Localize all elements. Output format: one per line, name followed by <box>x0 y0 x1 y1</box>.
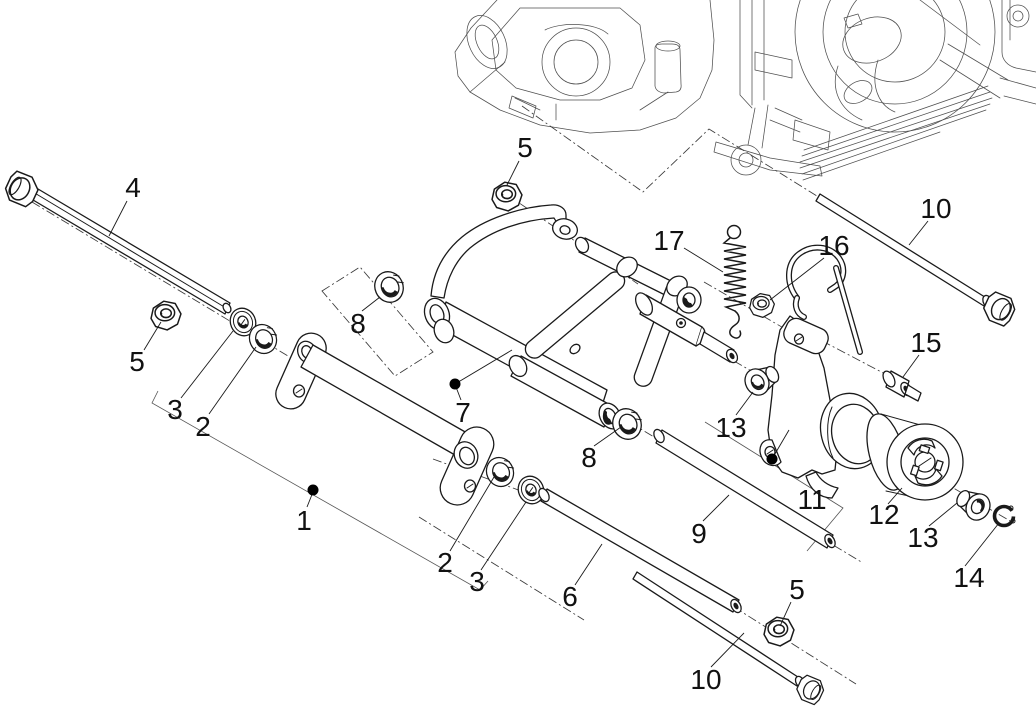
callout-6: 6 <box>562 581 578 612</box>
part-9-spacer-rod <box>653 428 836 549</box>
part-12-flexible-mounting <box>866 413 964 501</box>
callout-3-left: 3 <box>167 394 183 425</box>
part-16-nut <box>749 292 775 318</box>
part-5-nut-top <box>491 181 523 212</box>
engine-outline <box>454 0 1036 181</box>
callout-2-left: 2 <box>195 411 211 442</box>
callout-4: 4 <box>125 172 141 203</box>
part-6-spacer-rod <box>538 487 742 614</box>
callout-11: 11 <box>797 484 827 515</box>
callout-3-right: 3 <box>469 566 485 597</box>
callout-5-bottom: 5 <box>789 574 805 605</box>
callout-9: 9 <box>691 518 707 549</box>
part-1-swinging-arm <box>275 332 495 506</box>
part-4-pivot-bolt <box>0 167 232 315</box>
callout-13-lower: 13 <box>907 522 939 553</box>
callout-1: 1 <box>296 505 312 536</box>
callout-7: 7 <box>455 397 471 428</box>
callout-5-left: 5 <box>129 346 145 377</box>
callout-14: 14 <box>953 562 985 593</box>
callout-10-bottom: 10 <box>690 664 722 695</box>
assembly-dot-7 <box>449 378 461 390</box>
callout-13-upper: 13 <box>715 412 747 443</box>
part-5-nut-bottom <box>763 616 795 647</box>
callout-17: 17 <box>653 225 685 256</box>
callout-5-top: 5 <box>517 132 533 163</box>
part-10-bolt-top <box>815 193 1021 330</box>
callout-2-right: 2 <box>437 547 453 578</box>
part-14-circlip <box>992 504 1024 528</box>
callout-16: 16 <box>818 230 850 261</box>
part-7-arm-support <box>423 204 739 430</box>
part-15-screw <box>882 370 922 402</box>
part-5-nut-left <box>150 300 182 331</box>
callout-8-bottom: 8 <box>581 442 597 473</box>
callout-12: 12 <box>868 499 900 530</box>
part-17-spring <box>722 224 747 339</box>
part-11-support-bracket <box>759 244 885 499</box>
assembly-dot-11 <box>766 453 778 465</box>
callout-10-top: 10 <box>920 193 952 224</box>
part-10-bolt-bottom <box>632 571 829 708</box>
leader-lines <box>108 160 1000 668</box>
assembly-dot-1 <box>307 484 319 496</box>
callout-8-top: 8 <box>350 308 366 339</box>
callout-15: 15 <box>910 327 942 358</box>
